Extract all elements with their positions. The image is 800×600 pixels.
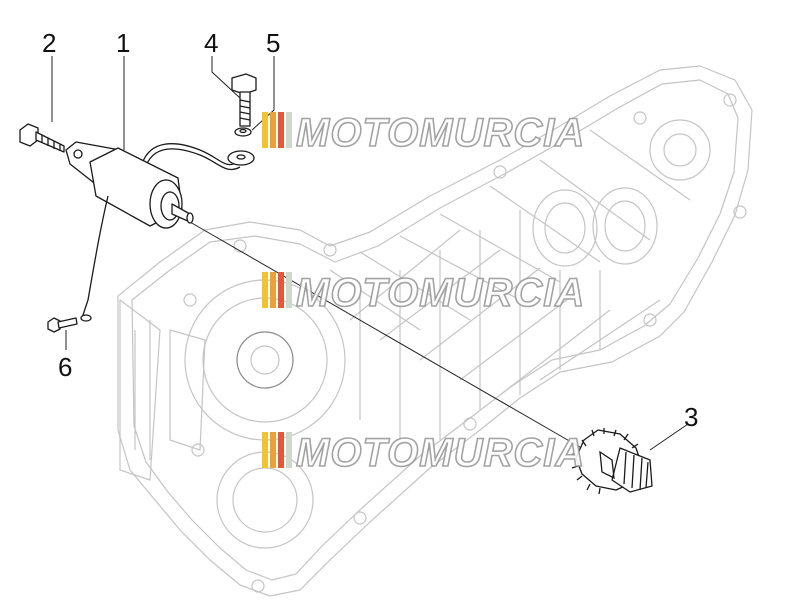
washer-set[interactable] xyxy=(227,127,255,166)
crankcase-housing xyxy=(117,65,753,597)
starter-motor[interactable] xyxy=(65,141,241,322)
mounting-bolt[interactable] xyxy=(19,123,65,153)
callout-2: 2 xyxy=(42,28,56,58)
assembly-axis-line xyxy=(189,221,586,451)
callout-5: 5 xyxy=(266,28,280,58)
watermark-text: MOTOMURCIA xyxy=(296,431,585,475)
callout-4: 4 xyxy=(204,28,218,58)
leader-lines xyxy=(51,56,689,451)
callout-1: 1 xyxy=(116,28,130,58)
callout-numbers: 1 2 3 4 5 6 xyxy=(42,28,698,432)
starter-gear[interactable] xyxy=(571,428,653,495)
watermark-text: MOTOMURCIA xyxy=(296,271,585,315)
callout-3: 3 xyxy=(684,402,698,432)
ground-screw[interactable] xyxy=(47,317,78,333)
callout-6: 6 xyxy=(58,352,72,382)
watermark-text: MOTOMURCIA xyxy=(296,111,585,155)
watermark-top: MOTOMURCIA xyxy=(262,110,585,156)
watermark-bottom: MOTOMURCIA xyxy=(262,430,585,476)
watermark-middle: MOTOMURCIA xyxy=(262,270,585,316)
terminal-bolt[interactable] xyxy=(231,73,257,127)
